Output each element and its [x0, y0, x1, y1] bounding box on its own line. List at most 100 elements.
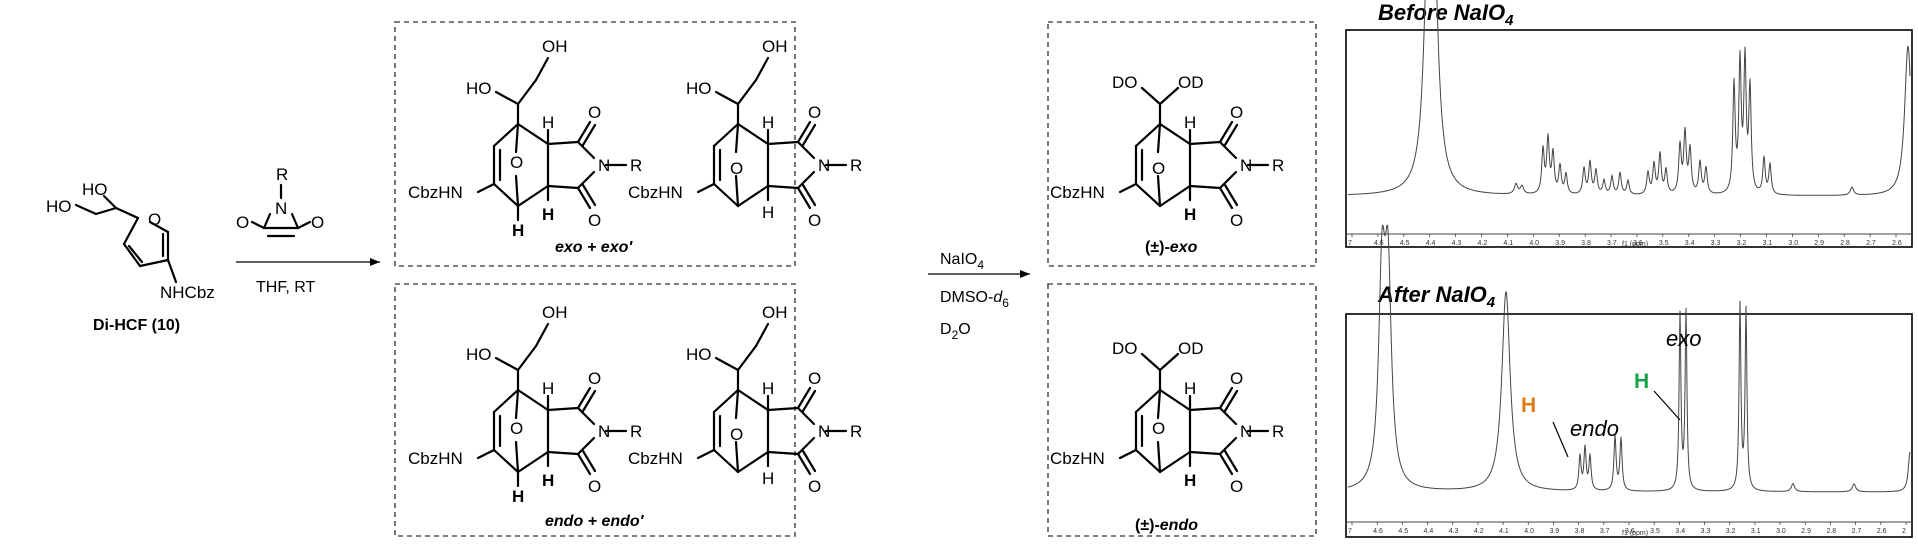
maleimide-r-label: R — [276, 165, 288, 184]
svg-text:N: N — [1240, 156, 1252, 175]
nmr-tick-label: 3.7 — [1607, 240, 1617, 247]
svg-text:OD: OD — [1178, 73, 1204, 92]
nmr-tick-label: 3.9 — [1555, 240, 1565, 247]
svg-text:O: O — [510, 419, 523, 438]
svg-text:R: R — [630, 422, 642, 441]
maleimide-o-right: O — [311, 213, 324, 232]
svg-text:O: O — [730, 159, 743, 178]
ho-label-2: HO — [46, 197, 72, 216]
svg-text:H: H — [542, 113, 554, 132]
svg-text:N: N — [598, 156, 610, 175]
svg-text:H: H — [762, 469, 774, 488]
svg-text:R: R — [1272, 156, 1284, 175]
nmr-tick-label: 2.7 — [1866, 240, 1876, 247]
nmr-tick-label: 7 — [1348, 528, 1352, 535]
nmr-exo-annotation: exo — [1666, 326, 1701, 351]
nmr-spectrum-after — [1347, 224, 1911, 493]
svg-text:HO: HO — [466, 345, 492, 364]
nmr-tick-label: 2.7 — [1852, 528, 1862, 535]
svg-text:CbzHN: CbzHN — [408, 449, 463, 468]
ho-label-1: HO — [82, 180, 108, 199]
nmr-tick-label: 3.3 — [1711, 240, 1721, 247]
nmr-tick-label: 3.6 — [1633, 240, 1643, 247]
svg-text:O: O — [510, 153, 523, 172]
svg-text:O: O — [1230, 103, 1243, 122]
svg-text:H: H — [1184, 113, 1196, 132]
nmr-tick-label: 4.2 — [1478, 240, 1488, 247]
reaction-arrow-1 — [236, 258, 380, 266]
nmr-tick-label: 2.9 — [1801, 528, 1811, 535]
svg-text:HO: HO — [466, 79, 492, 98]
svg-text:N: N — [1240, 422, 1252, 441]
endo-box-label: endo + endo′ — [545, 513, 645, 530]
nmr-after-title: After NaIO4 — [1377, 282, 1496, 311]
nmr-after-axis-label: f1 (ppm) — [1622, 530, 1648, 537]
nmr-tick-label: 2.9 — [1814, 240, 1824, 247]
svg-text:O: O — [808, 477, 821, 496]
svg-text:CbzHN: CbzHN — [1050, 183, 1105, 202]
endo-box — [394, 283, 796, 537]
nmr-tick-label: 4.5 — [1398, 528, 1408, 535]
svg-text:H: H — [762, 203, 774, 222]
exo-structure-2: O N R O O H H CbzHN HO OH — [628, 37, 862, 230]
svg-text:O: O — [808, 369, 821, 388]
reaction-arrow-2 — [928, 270, 1030, 278]
step2-reagent: NaIO4 — [940, 251, 984, 272]
nmr-tick-label: 2.8 — [1840, 240, 1850, 247]
product-exo-structure: O N R O O H H CbzHN DO OD — [1050, 73, 1284, 230]
svg-text:O: O — [1152, 159, 1165, 178]
svg-text:H: H — [762, 113, 774, 132]
step2-cosolvent: D2O — [940, 321, 971, 342]
svg-text:O: O — [588, 211, 601, 230]
nmr-tick-label: 2.8 — [1826, 528, 1836, 535]
svg-text:R: R — [1272, 422, 1284, 441]
nmr-before-axis-label: f1 (ppm) — [1622, 241, 1648, 248]
svg-text:OH: OH — [762, 303, 788, 322]
nmr-tick-label: 3.0 — [1776, 528, 1786, 535]
nmr-tick-label: 4.0 — [1529, 240, 1539, 247]
svg-text:N: N — [818, 422, 830, 441]
svg-text:CbzHN: CbzHN — [628, 183, 683, 202]
nmr-tick-label: 3.8 — [1575, 528, 1585, 535]
step2-solvent: DMSO-d6 — [940, 289, 1009, 310]
nmr-after-frame — [1345, 313, 1913, 538]
exo-red-h: H — [512, 221, 524, 240]
svg-text:O: O — [808, 211, 821, 230]
furan-oxygen-label: O — [148, 210, 161, 229]
svg-text:CbzHN: CbzHN — [1050, 449, 1105, 468]
nmr-tick-label: 4.1 — [1503, 240, 1513, 247]
nmr-tick-label: 4.5 — [1400, 240, 1410, 247]
nmr-before-frame — [1345, 29, 1913, 248]
svg-text:CbzHN: CbzHN — [628, 449, 683, 468]
prod-endo-box — [1047, 283, 1317, 537]
svg-text:O: O — [1230, 369, 1243, 388]
nmr-tick-label: 4.3 — [1452, 240, 1462, 247]
nmr-tick-label: 3.4 — [1675, 528, 1685, 535]
svg-text:OH: OH — [542, 303, 568, 322]
maleimide-o-left: O — [236, 213, 249, 232]
endo-structure-2: O N R O O H H CbzHN HO OH — [628, 303, 862, 496]
svg-text:OD: OD — [1178, 339, 1204, 358]
endo-structure-1: O N R O O H H H CbzHN HO OH — [408, 303, 642, 506]
start-compound-name: Di-HCF (10) — [93, 317, 180, 334]
nmr-endo-h: H — [1521, 394, 1536, 417]
prod-exo-label: (±)-exo — [1145, 239, 1198, 256]
svg-text:O: O — [588, 369, 601, 388]
nmr-tick-label: 3.1 — [1751, 528, 1761, 535]
nmr-tick-label: 3.7 — [1600, 528, 1610, 535]
svg-text:O: O — [588, 477, 601, 496]
exo-green-h: H — [1184, 205, 1196, 224]
furan-structure: O HO HO NHCbz — [46, 180, 215, 302]
nmr-tick-label: 7 — [1348, 240, 1352, 247]
nmr-tick-label: 4.0 — [1524, 528, 1534, 535]
svg-text:O: O — [1152, 419, 1165, 438]
nmr-before-title: Before NaIO4 — [1378, 0, 1514, 29]
endo-red-h: H — [512, 487, 524, 506]
svg-text:OH: OH — [762, 37, 788, 56]
nmr-exo-h: H — [1634, 370, 1649, 393]
svg-text:DO: DO — [1112, 339, 1138, 358]
product-endo-structure: O N R O O H H CbzHN DO OD — [1050, 339, 1284, 496]
exo-blue-h: H — [542, 205, 554, 224]
svg-text:R: R — [850, 156, 862, 175]
